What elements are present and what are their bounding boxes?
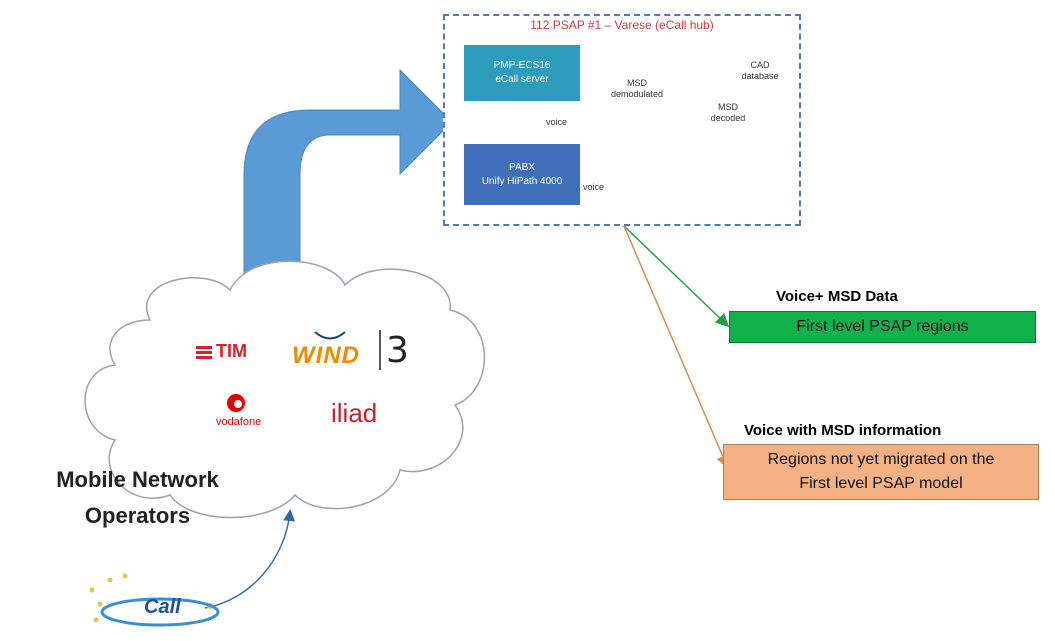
tim-logo: TIM <box>216 341 247 361</box>
server-name: PMP-ECS16 <box>493 60 551 71</box>
hub-title: 112 PSAP #1 – Varese (eCall hub) <box>530 18 714 32</box>
voice-vertical-label: voice <box>546 117 568 127</box>
voice-horizontal-label: voice <box>583 182 605 192</box>
ecall-server-box: PMP-ECS16 eCall server <box>464 45 580 101</box>
voice-with-msd-heading: Voice with MSD information <box>744 422 942 439</box>
ecall-swoosh-icon <box>100 597 220 627</box>
operators-cloud <box>84 260 486 519</box>
msd-demodulated-label: MSD demodulated <box>610 78 664 99</box>
not-migrated-box: Regions not yet migrated on the First le… <box>723 444 1039 500</box>
wind-logo-mark <box>314 331 346 340</box>
tim-logo-mark <box>196 346 212 359</box>
badge-112: 112 <box>718 134 740 149</box>
first-level-box: First level PSAP regions <box>729 311 1036 343</box>
pabx-name: PABX <box>509 161 535 173</box>
orange-connector <box>623 225 730 469</box>
cad-database-label: CAD database <box>741 60 779 81</box>
voice-msd-heading: Voice+ MSD Data <box>776 288 898 305</box>
pabx-box: PABX Unify HiPath 4000 <box>464 144 580 205</box>
wind-logo: WIND <box>292 342 360 369</box>
server-role: eCall server <box>495 74 549 85</box>
vodafone-logo-mark <box>227 394 245 412</box>
msd-decoded-label: MSD decoded <box>710 102 746 123</box>
iliad-logo: iliad <box>331 398 378 428</box>
ecall-connector <box>204 509 296 609</box>
big-flow-arrow <box>243 68 453 301</box>
vodafone-logo: vodafone <box>216 416 262 428</box>
three-logo: 3 <box>386 330 409 371</box>
mno-label: Mobile Network Operators <box>56 467 219 528</box>
pabx-model: Unify HiPath 4000 <box>481 175 563 187</box>
ecall-logo: Call <box>144 596 181 618</box>
green-connector <box>623 225 730 328</box>
